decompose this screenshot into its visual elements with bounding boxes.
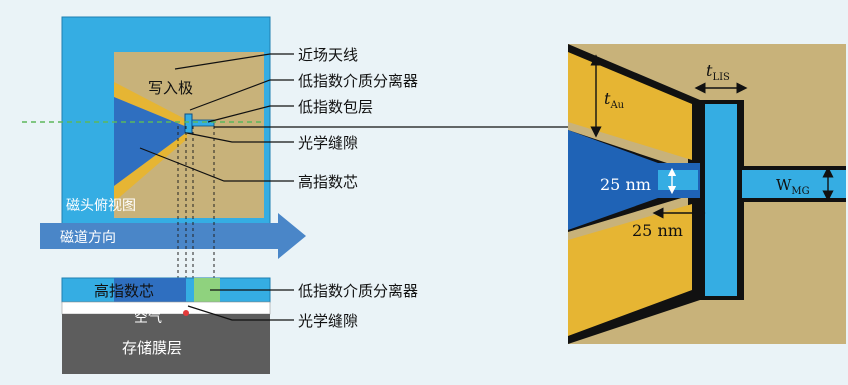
low-index-cladding-label: 低指数包层 (298, 98, 373, 116)
write-pole-label: 写入极 (148, 79, 193, 97)
core-taper (114, 97, 187, 186)
projection-lines (177, 126, 215, 302)
head-top-view: 写入极 磁头俯视图 (61, 16, 271, 226)
callout-leaders (139, 53, 294, 321)
core-taper-detail (568, 130, 700, 230)
upper-electrode (114, 82, 187, 127)
head-top-view-label: 磁头俯视图 (66, 198, 136, 214)
air-label: 空气 (134, 310, 162, 326)
low-index-separator-label-2: 低指数介质分离器 (298, 282, 418, 300)
air-gap-dot (183, 310, 189, 316)
gold-lower (568, 204, 692, 336)
track-direction-arrow: 磁道方向 (40, 213, 306, 259)
low-index-separator-label: 低指数介质分离器 (298, 72, 418, 90)
w-mg-label: WMG (776, 176, 810, 197)
lis-bar (705, 104, 737, 296)
t-lis-label: tLIS (706, 61, 730, 83)
cross-section: 高指数芯 空气 存储膜层 (61, 277, 271, 374)
high-index-core-cross-label: 高指数芯 (94, 282, 154, 300)
detail-panel: tAu tLIS 25 nm 25 nm WMG (568, 44, 846, 344)
optical-gap-label-2: 光学缝隙 (298, 312, 358, 330)
optical-gap-label: 光学缝隙 (298, 134, 358, 152)
lower-electrode (114, 132, 187, 202)
length-25nm-label: 25 nm (632, 221, 683, 240)
t-au-label: tAu (604, 89, 625, 111)
gap-25nm-label: 25 nm (600, 175, 651, 194)
storage-film-label: 存储膜层 (122, 339, 182, 357)
near-field-antenna-label: 近场天线 (298, 46, 358, 64)
callouts: 近场天线 低指数介质分离器 低指数包层 光学缝隙 高指数芯 低指数介质分离器 光… (298, 46, 418, 330)
track-direction-label: 磁道方向 (60, 230, 116, 246)
high-index-core-label: 高指数芯 (298, 173, 358, 191)
